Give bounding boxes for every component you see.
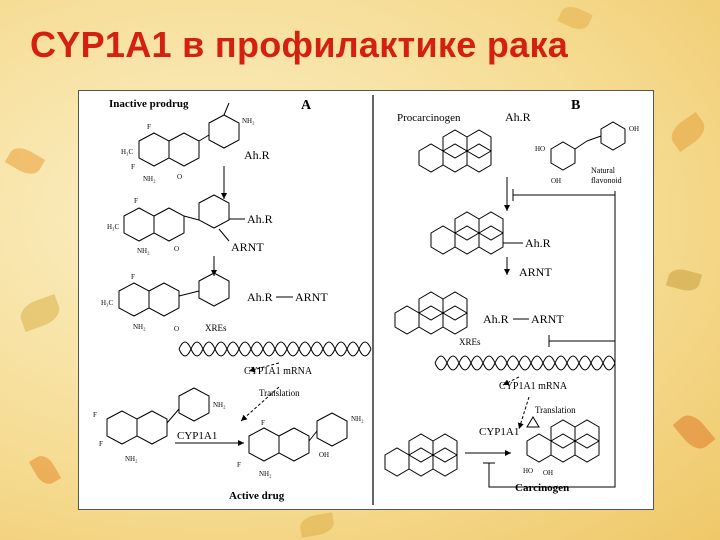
svg-text:OH: OH	[543, 469, 553, 477]
panel-b-complex-ahr: Ah.R	[483, 312, 509, 326]
pathway-diagram: A Inactive prodrug NH₂ H₃C F F NH₂ O Ah.…	[93, 95, 639, 505]
svg-text:F: F	[131, 163, 135, 171]
panel-b: B Procarcinogen Ah.R HO OH OH Natural fl…	[384, 98, 639, 494]
svg-text:NH₂: NH₂	[137, 247, 150, 255]
dna-helix-a	[178, 341, 372, 357]
dna-helix-b	[434, 355, 616, 371]
panel-a-xres: XREs	[205, 323, 227, 333]
panel-a-start-label: Inactive prodrug	[109, 98, 189, 110]
panel-b-complex-arnt: ARNT	[531, 312, 564, 326]
ligand-ahr-molecule: H₃C F NH₂ O	[107, 194, 230, 255]
svg-text:F: F	[131, 273, 135, 281]
slide-title: CYP1A1 в профилактике рака	[30, 24, 569, 65]
svg-text:O: O	[177, 173, 182, 181]
svg-text:F: F	[261, 419, 265, 427]
svg-text:F: F	[99, 440, 103, 448]
svg-text:O: O	[174, 325, 179, 333]
panel-a-complex-arnt: ARNT	[295, 290, 328, 304]
panel-b-translation: Translation	[535, 405, 576, 415]
svg-text:OH: OH	[629, 125, 639, 133]
panel-a-translation: Translation	[259, 388, 300, 398]
panel-a-arnt-label-1: ARNT	[231, 240, 264, 254]
svg-text:NH₂: NH₂	[213, 401, 226, 409]
prodrug-molecule: NH₂ H₃C F F NH₂ O	[121, 102, 255, 183]
pah-ahr-molecule	[430, 211, 504, 255]
panel-b-xres: XREs	[459, 337, 481, 347]
svg-text:F: F	[134, 197, 138, 205]
svg-text:NH₂: NH₂	[242, 117, 255, 125]
carcinogen-inhibition-line	[488, 341, 616, 488]
panel-b-mrna: CYP1A1 mRNA	[499, 381, 568, 392]
svg-text:OH: OH	[319, 451, 329, 459]
svg-text:O: O	[174, 245, 179, 253]
svg-text:H₃C: H₃C	[101, 299, 113, 307]
pah-complex-molecule	[394, 291, 468, 335]
svg-text:F: F	[147, 123, 151, 131]
svg-text:NH₂: NH₂	[133, 323, 146, 331]
leaf-decoration	[666, 111, 710, 153]
svg-text:HO: HO	[535, 145, 545, 153]
procarcinogen-molecule-2	[384, 433, 458, 477]
figure-panel: A Inactive prodrug NH₂ H₃C F F NH₂ O Ah.…	[78, 90, 654, 510]
leaf-decoration	[28, 452, 62, 488]
svg-text:H₃C: H₃C	[107, 223, 119, 231]
panel-b-ahr-label-1: Ah.R	[505, 110, 531, 124]
ligand-complex-molecule: H₃C F NH₂ O	[101, 272, 230, 333]
panel-b-ahr-label-2: Ah.R	[525, 236, 551, 250]
flavonoid-molecule: HO OH OH	[535, 121, 639, 185]
procarcinogen-molecule	[418, 129, 492, 173]
svg-text:F: F	[237, 461, 241, 469]
leaf-decoration	[298, 512, 336, 538]
leaf-decoration	[672, 409, 716, 455]
panel-b-start-label: Procarcinogen	[397, 112, 461, 124]
svg-text:HO: HO	[523, 467, 533, 475]
svg-text:NH₂: NH₂	[259, 470, 272, 478]
panel-b-end-label: Carcinogen	[515, 482, 569, 494]
panel-a: A Inactive prodrug NH₂ H₃C F F NH₂ O Ah.…	[93, 98, 372, 502]
flavonoid-label-1: Natural	[591, 166, 616, 175]
carcinogen-molecule: HO OH	[523, 416, 600, 477]
leaf-decoration	[4, 142, 46, 180]
flavonoid-inhibition-line	[513, 191, 616, 196]
svg-text:NH₂: NH₂	[125, 455, 138, 463]
svg-text:OH: OH	[551, 177, 561, 185]
panel-b-enzyme: CYP1A1	[479, 426, 519, 438]
svg-text:F: F	[93, 411, 97, 419]
svg-text:NH₂: NH₂	[143, 175, 156, 183]
panel-a-letter: A	[301, 98, 312, 113]
panel-a-enzyme: CYP1A1	[177, 430, 217, 442]
panel-a-ahr-label-2: Ah.R	[247, 212, 273, 226]
svg-text:H₃C: H₃C	[121, 148, 133, 156]
panel-b-arnt-label-1: ARNT	[519, 265, 552, 279]
active-drug-molecule: F F NH₂ NH₂ OH	[237, 412, 364, 478]
svg-text:NH₂: NH₂	[351, 415, 364, 423]
panel-a-complex-ahr: Ah.R	[247, 290, 273, 304]
flavonoid-label-2: flavonoid	[591, 176, 622, 185]
leaf-decoration	[16, 293, 64, 333]
leaf-decoration	[665, 266, 703, 294]
panel-a-end-label: Active drug	[229, 490, 285, 502]
prodrug-molecule-2: F F NH₂ NH₂	[93, 387, 226, 463]
panel-a-ahr-label-1: Ah.R	[244, 148, 270, 162]
panel-b-letter: B	[571, 98, 580, 113]
panel-a-mrna: CYP1A1 mRNA	[244, 366, 313, 377]
